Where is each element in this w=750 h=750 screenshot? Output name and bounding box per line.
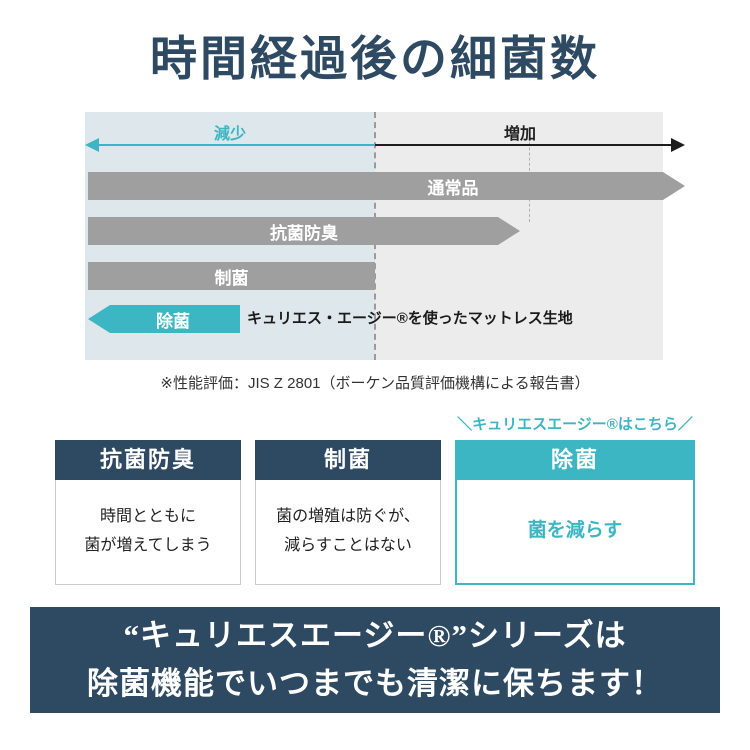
bar-normal-product: 通常品 (88, 172, 685, 200)
bar-bacteriostatic: 制菌 (88, 262, 375, 290)
curies-ag-callout-link[interactable]: ＼キュリエスエージー®はこちら／ (457, 416, 693, 433)
card-antibacterial-deodorant: 抗菌防臭 時間とともに 菌が増えてしまう (55, 440, 241, 585)
increase-label: 増加 (503, 126, 536, 143)
card-bacteriostatic-header: 制菌 (255, 440, 441, 480)
bar-antibacterial-deodorant: 抗菌防臭 (88, 217, 520, 245)
increase-arrowhead-icon (671, 138, 685, 152)
page-title: 時間経過後の細菌数 (150, 34, 600, 86)
bottom-banner: “キュリエスエージー®”シリーズは 除菌機能でいつまでも清潔に保ちます！ (30, 607, 720, 713)
banner-line1: “キュリエスエージー®”シリーズは (123, 617, 627, 653)
bar-normal-product-label: 通常品 (427, 178, 479, 198)
card-bacteriostatic: 制菌 菌の増殖は防ぐが、 減らすことはない (255, 440, 441, 585)
evaluation-note: ※性能評価：JIS Z 2801（ボーケン品質評価機構による報告書） (160, 375, 590, 392)
bacteria-time-chart: 減少 増加 通常品 抗菌防臭 制菌 除菌 キュリエス・エージー®を使ったマットレ… (85, 112, 685, 360)
bar-sterilization: 除菌 (88, 305, 240, 333)
card-bacteriostatic-body: 菌の増殖は防ぐが、 減らすことはない (276, 508, 420, 554)
bar-sterilization-label: 除菌 (156, 311, 190, 331)
decrease-arrowhead-icon (85, 138, 99, 152)
card-sterilization-header: 除菌 (455, 440, 695, 480)
card-antibacterial-body: 時間とともに 菌が増えてしまう (84, 508, 212, 554)
increase-arrow-line (375, 144, 673, 146)
bar-bacteriostatic-label: 制菌 (214, 268, 249, 288)
decrease-arrow-line (97, 144, 375, 146)
sterilization-product-note: キュリエス・エージー®を使ったマットレス生地 (247, 310, 573, 327)
bar-antibacterial-deodorant-label: 抗菌防臭 (270, 223, 338, 243)
decrease-label: 減少 (213, 126, 246, 143)
card-antibacterial-header: 抗菌防臭 (55, 440, 241, 480)
banner-line2: 除菌機能でいつまでも清潔に保ちます！ (87, 666, 663, 701)
card-sterilization-body: 菌を減らす (527, 520, 623, 542)
card-sterilization[interactable]: 除菌 菌を減らす (455, 440, 695, 585)
